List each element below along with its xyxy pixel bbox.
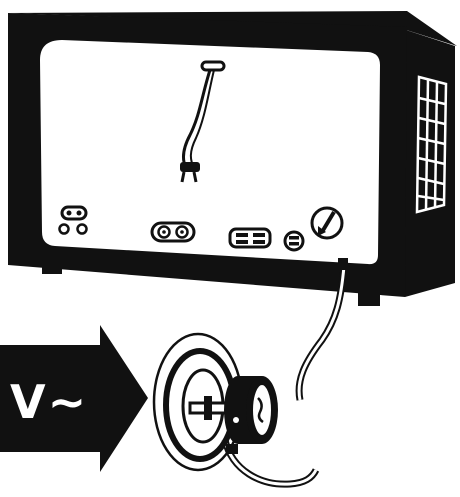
radio-cabinet-icon: [8, 11, 457, 306]
power-cord-icon: [225, 266, 344, 484]
voltage-selector-icon: [312, 208, 342, 238]
voltage-symbol-label: V~: [10, 378, 110, 426]
speaker-socket-group-icon: [230, 229, 303, 250]
terminal-socket-icon: [152, 223, 194, 241]
cord-grommet: [338, 258, 348, 270]
